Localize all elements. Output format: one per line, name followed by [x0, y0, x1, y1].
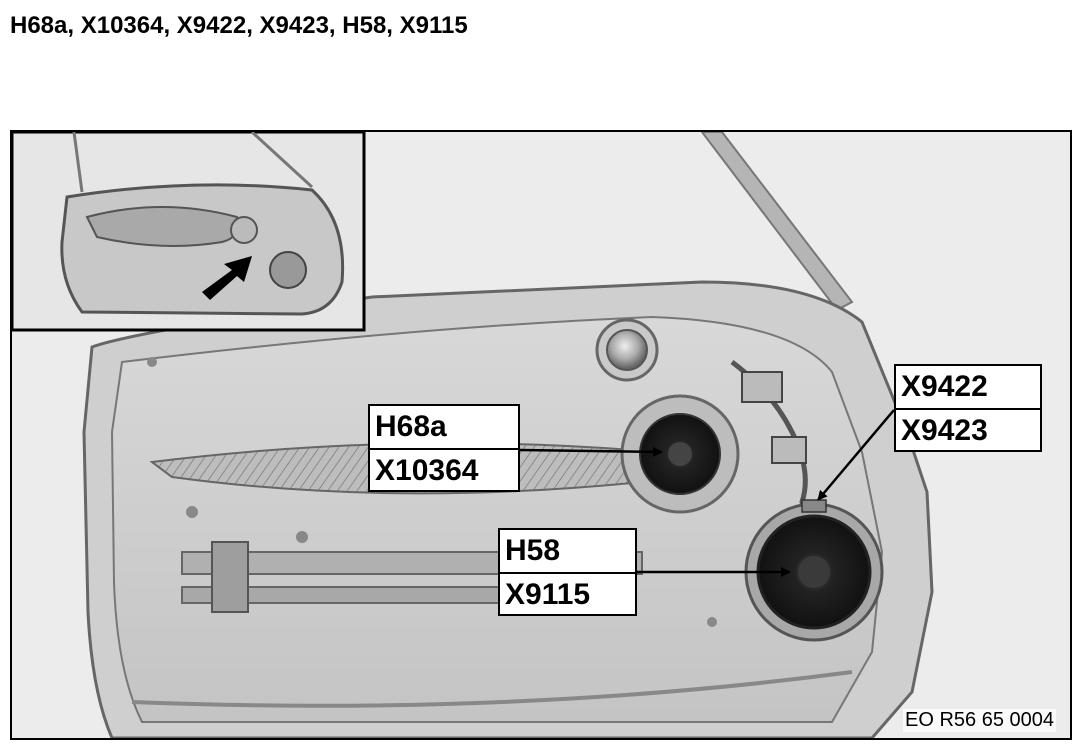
connector-block-lower: [771, 436, 807, 464]
inset-tweeter: [230, 216, 258, 244]
door-trim-line: [131, 670, 853, 708]
callout-label-x9115: X9115: [500, 572, 635, 614]
inset-window-frame: [250, 132, 314, 189]
callout-label-h58: H58: [505, 534, 561, 567]
door-diagram: H68a X10364 X9422 X9423 H58 X9115 EO R56…: [10, 130, 1072, 740]
callout-label-x10364: X10364: [370, 448, 518, 490]
tweeter-dome: [606, 329, 648, 371]
callout-h68a-x10364: H68a X10364: [368, 404, 520, 492]
speaker-h58-connector: [801, 499, 827, 513]
callout-h58-x9115: H58 X9115: [498, 528, 637, 616]
inset-handle: [85, 206, 239, 247]
mount-hole: [707, 617, 717, 627]
speaker-h68a-cap: [668, 442, 692, 466]
inset-speaker: [269, 251, 307, 289]
window-frame: [700, 132, 854, 312]
speaker-h58-cap: [798, 556, 830, 588]
mount-hole: [147, 357, 157, 367]
inset-door-panel: [60, 183, 345, 316]
regulator-bracket: [211, 541, 249, 613]
mount-hole: [186, 506, 198, 518]
callout-label-x9423: X9423: [896, 408, 1040, 450]
callout-x9422-x9423: X9422 X9423: [894, 364, 1042, 452]
leader-x9422: [817, 409, 895, 501]
mount-hole: [296, 531, 308, 543]
page-title: H68a, X10364, X9422, X9423, H58, X9115: [10, 12, 468, 39]
leader-h68a: [519, 446, 663, 457]
inset-window-frame: [72, 132, 84, 193]
connector-block: [741, 371, 783, 403]
figure-code: EO R56 65 0004: [903, 709, 1056, 732]
callout-label-h68a: H68a: [375, 410, 447, 443]
inset-overview: [12, 132, 366, 332]
inset-arrow: [202, 256, 252, 300]
callout-label-x9422: X9422: [901, 370, 988, 403]
